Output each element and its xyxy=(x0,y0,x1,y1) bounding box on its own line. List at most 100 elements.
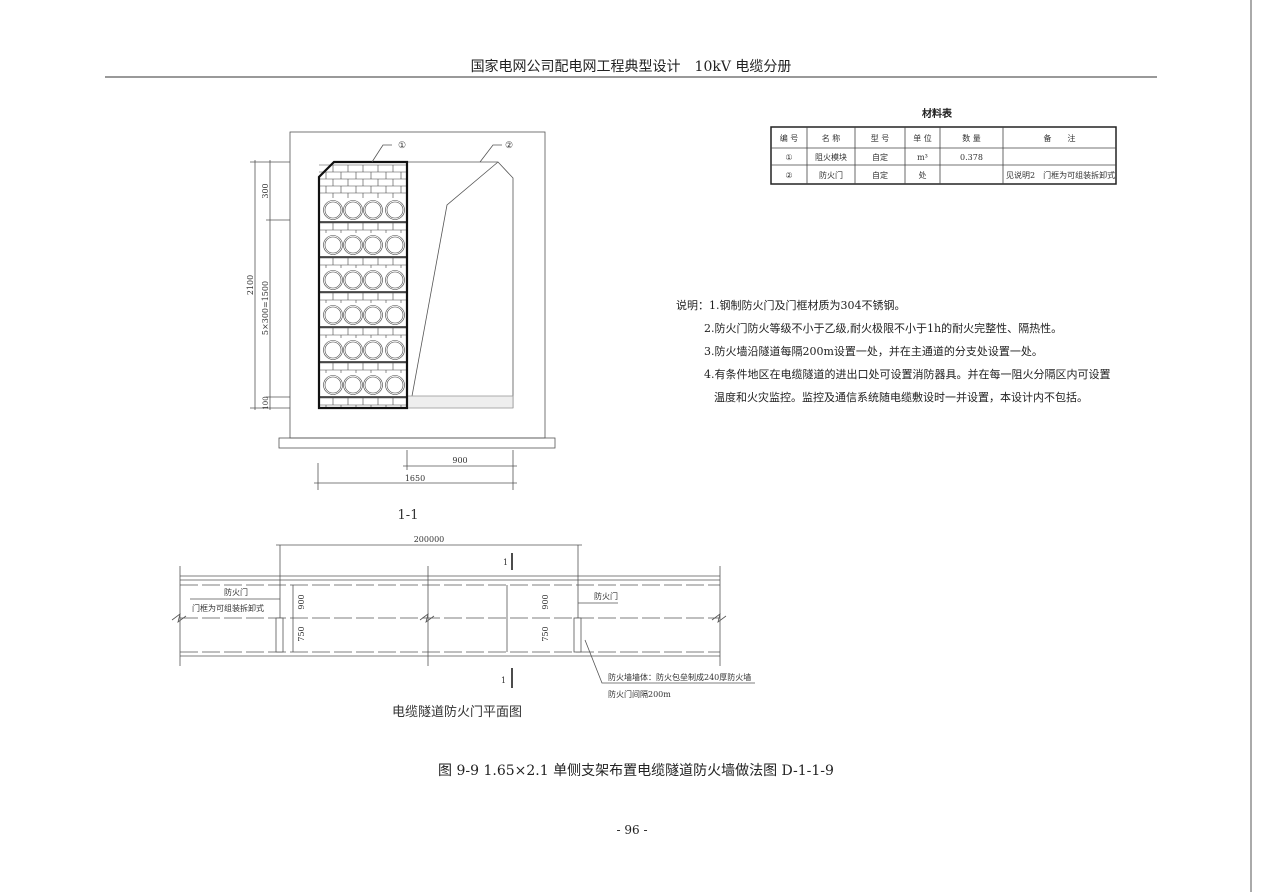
cable-pipe-circle xyxy=(343,340,363,360)
table-cell: ② xyxy=(785,171,792,180)
cable-pipe-circle xyxy=(343,235,363,255)
cable-pipe-circle xyxy=(385,270,405,290)
note-item: 3.防火墙沿隧道每隔200m设置一处，并在主通道的分支处设置一处。 xyxy=(704,345,1043,358)
dim-200000: 200000 xyxy=(414,535,445,544)
plan-view-title: 电缆隧道防火门平面图 xyxy=(392,704,522,720)
wall-note-1: 防火墙墙体：防火包垒制成240厚防火墙 xyxy=(608,672,751,682)
fire-door-leaf xyxy=(409,161,499,408)
cable-pipe-circle xyxy=(363,375,383,395)
cable-pipe-inner xyxy=(344,271,362,289)
figure-caption: 图 9-9 1.65×2.1 单侧支架布置电缆隧道防火墙做法图 D-1-1-9 xyxy=(438,763,834,779)
cable-pipe-circle xyxy=(343,375,363,395)
dim-100: 100 xyxy=(262,396,270,409)
section-view-1-1 xyxy=(250,131,556,490)
wall-note-2: 防火门间隔200m xyxy=(608,689,671,699)
cable-pipe-inner xyxy=(324,376,342,394)
table-cell: 见说明2 门框为可组装拆卸式 xyxy=(1006,170,1115,180)
cable-pipe-inner xyxy=(364,306,382,324)
table-header-cell: 单 位 xyxy=(913,133,932,143)
table-header-cell: 名 称 xyxy=(822,133,841,143)
cable-pipe-circle xyxy=(385,340,405,360)
table-cell: 防火门 xyxy=(819,170,843,180)
cable-pipe-inner xyxy=(324,306,342,324)
cable-pipe-inner xyxy=(364,271,382,289)
cable-pipe-circle xyxy=(385,235,405,255)
cable-pipe-circle xyxy=(323,375,343,395)
plan-view xyxy=(171,544,755,688)
table-header-cell: 数 量 xyxy=(962,133,981,143)
table-title: 材料表 xyxy=(922,107,953,120)
section-label: 1-1 xyxy=(398,508,419,523)
note-item: 2.防火门防火等级不小于乙级,耐火极限不小于1h的耐火完整性、隔热性。 xyxy=(704,322,1063,335)
cable-pipe-circle xyxy=(323,235,343,255)
cable-pipe-circle xyxy=(363,270,383,290)
section-mark-top: 1 xyxy=(503,558,508,567)
callout-1: ① xyxy=(398,141,406,151)
table-cell: ① xyxy=(785,153,792,162)
dim-750-right: 750 xyxy=(541,626,550,641)
plan-labels: 200000 1 1 防火门 门框为可组装拆卸式 防火门 900 750 900… xyxy=(192,535,751,720)
cable-pipe-inner xyxy=(386,376,404,394)
left-door-label: 防火门 xyxy=(224,587,248,597)
cable-pipe-inner xyxy=(344,201,362,219)
cable-pipe-inner xyxy=(344,341,362,359)
dim-1500: 5×300=1500 xyxy=(261,281,270,335)
cable-pipe-circle xyxy=(363,235,383,255)
cable-pipe-circle xyxy=(323,200,343,220)
cable-pipe-inner xyxy=(324,271,342,289)
cable-pipe-inner xyxy=(344,236,362,254)
dim-900-right: 900 xyxy=(541,594,550,609)
cable-pipe-inner xyxy=(344,376,362,394)
cable-pipe-inner xyxy=(344,306,362,324)
notes: 说明：1.钢制防火门及门框材质为304不锈钢。 2.防火门防火等级不小于乙级,耐… xyxy=(676,294,1111,409)
cable-pipe-circle xyxy=(323,270,343,290)
cable-pipe-circle xyxy=(385,200,405,220)
cable-pipe-inner xyxy=(324,341,342,359)
cable-pipe-inner xyxy=(364,236,382,254)
table-cell: 自定 xyxy=(872,170,888,180)
right-door-label: 防火门 xyxy=(594,591,618,601)
cable-pipe-inner xyxy=(364,201,382,219)
dim-1650: 1650 xyxy=(405,474,425,483)
note-item: 温度和火灾监控。监控及通信系统随电缆敷设时一并设置，本设计内不包括。 xyxy=(714,391,1088,404)
cable-pipe-circle xyxy=(343,305,363,325)
note-item: 4.有条件地区在电缆隧道的进出口处可设置消防器具。并在每一阻火分隔区内可设置 xyxy=(704,368,1111,381)
cable-pipe-circle xyxy=(343,200,363,220)
section-dimension-labels: ① ② 2100 300 5×300=1500 100 900 1650 1-1 xyxy=(246,141,513,523)
left-door-note: 门框为可组装拆卸式 xyxy=(192,603,264,613)
cable-pipe-circle xyxy=(385,305,405,325)
cable-pipe-inner xyxy=(324,201,342,219)
cable-pipe-inner xyxy=(386,236,404,254)
header-title: 国家电网公司配电网工程典型设计 10kV 电缆分册 xyxy=(471,58,792,75)
table-header-cell: 型 号 xyxy=(871,134,890,143)
page-number: - 96 - xyxy=(616,823,647,837)
table-header-cell: 编 号 xyxy=(780,133,799,143)
cable-pipe-circle xyxy=(323,305,343,325)
cable-pipe-inner xyxy=(386,306,404,324)
cable-pipe-inner xyxy=(386,341,404,359)
cable-pipe-inner xyxy=(364,341,382,359)
cable-pipe-circle xyxy=(363,305,383,325)
table-cell: 自定 xyxy=(872,152,888,162)
fire-door-outline xyxy=(407,161,514,408)
dim-900: 900 xyxy=(452,456,467,465)
dim-900-left: 900 xyxy=(297,594,306,609)
table-header-cell: 备 注 xyxy=(1044,133,1076,143)
table-cell: 0.378 xyxy=(960,153,983,162)
cable-pipe-inner xyxy=(386,271,404,289)
cable-pipe-circle xyxy=(343,270,363,290)
floor-fill xyxy=(406,395,514,409)
dim-300: 300 xyxy=(261,183,270,198)
cable-pipe-inner xyxy=(386,201,404,219)
callout-2: ② xyxy=(505,141,513,151)
dim-2100: 2100 xyxy=(246,275,255,295)
cable-pipe-circle xyxy=(323,340,343,360)
cable-pipe-inner xyxy=(324,236,342,254)
cable-pipe-circle xyxy=(363,200,383,220)
table-cell: 处 xyxy=(919,170,927,180)
cable-pipe-circle xyxy=(363,340,383,360)
cable-pipe-inner xyxy=(364,376,382,394)
section-mark-bottom: 1 xyxy=(501,676,506,685)
